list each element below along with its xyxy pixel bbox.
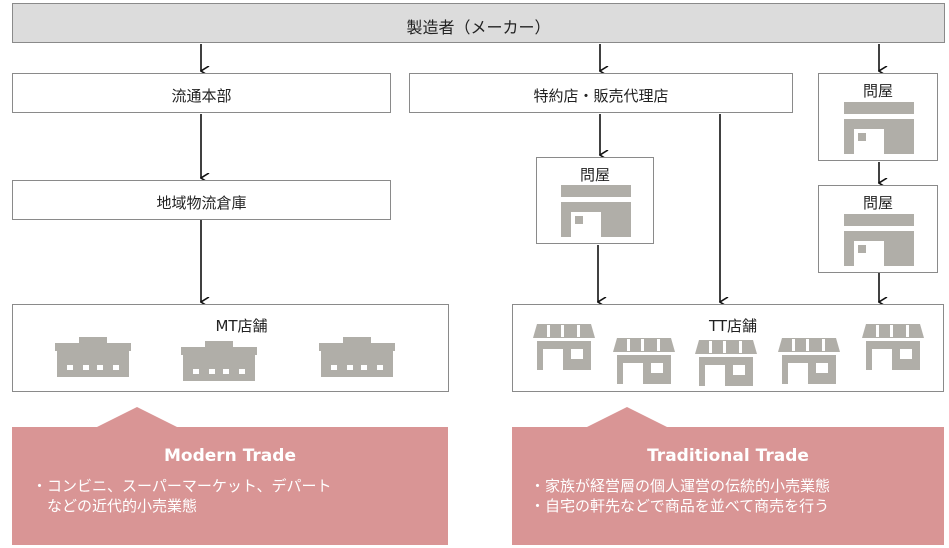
tt-stores-label: TT店舗 <box>708 317 758 335</box>
wholesaler-box-a: 問屋 <box>536 157 654 244</box>
small-shop-icon <box>533 324 595 370</box>
dc-box: 地域物流倉庫 <box>12 180 391 220</box>
bullet-item: などの近代的小売業態 <box>32 497 198 515</box>
small-shop-icon <box>778 338 840 384</box>
agent-label: 特約店・販売代理店 <box>533 87 669 105</box>
modern-trade-callout: Modern Trade ・コンビニ、スーパーマーケット、デパート などの近代的… <box>12 405 448 545</box>
bullet-item: ・自宅の軒先などで商品を並べて商売を行う <box>530 497 830 515</box>
supermarket-icon <box>181 341 257 381</box>
supermarket-icon <box>319 337 395 377</box>
wholesaler-box-b: 問屋 <box>818 73 938 161</box>
traditional-trade-bullets: ・家族が経営層の個人運営の伝統的小売業態 ・自宅の軒先などで商品を並べて商売を行… <box>530 476 830 516</box>
warehouse-icon <box>561 185 631 237</box>
wholesaler-label: 問屋 <box>862 194 893 212</box>
small-shop-icon <box>695 340 757 386</box>
dc-label: 地域物流倉庫 <box>156 194 247 212</box>
wholesaler-label: 問屋 <box>862 82 893 100</box>
mt-stores-box: MT店舗 <box>12 304 449 392</box>
bullet-item: ・コンビニ、スーパーマーケット、デパート <box>32 477 332 495</box>
hq-label: 流通本部 <box>171 87 232 105</box>
small-shop-icon <box>862 324 924 370</box>
traditional-trade-title: Traditional Trade <box>647 446 809 466</box>
wholesaler-label: 問屋 <box>579 166 610 184</box>
callout-shape <box>512 407 944 545</box>
mt-stores-label: MT店舗 <box>215 317 268 335</box>
supermarket-icon <box>55 337 131 377</box>
warehouse-icon <box>844 102 914 154</box>
small-shop-icon <box>613 338 675 384</box>
hq-box: 流通本部 <box>12 73 391 113</box>
callout-shape <box>12 407 448 545</box>
modern-trade-title: Modern Trade <box>164 446 296 466</box>
warehouse-icon <box>844 214 914 266</box>
agent-box: 特約店・販売代理店 <box>409 73 793 113</box>
manufacturer-label: 製造者（メーカー） <box>406 18 551 37</box>
traditional-trade-callout: Traditional Trade ・家族が経営層の個人運営の伝統的小売業態 ・… <box>512 405 944 545</box>
modern-trade-bullets: ・コンビニ、スーパーマーケット、デパート などの近代的小売業態 <box>32 476 332 516</box>
wholesaler-box-c: 問屋 <box>818 185 938 273</box>
bullet-item: ・家族が経営層の個人運営の伝統的小売業態 <box>530 477 831 495</box>
manufacturer-box: 製造者（メーカー） <box>12 3 945 43</box>
